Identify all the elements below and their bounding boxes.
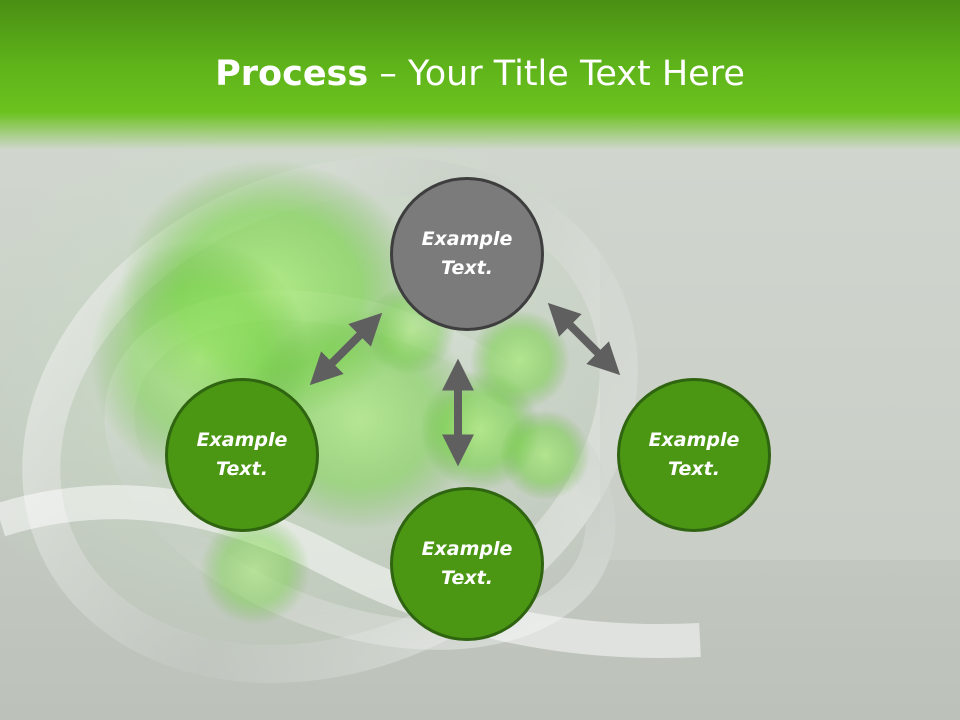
background-ring: [0, 485, 701, 658]
background-blob: [200, 515, 310, 625]
process-node-bottom-label: Example Text.: [421, 538, 513, 589]
background-blob: [500, 410, 590, 500]
title-bar: [0, 0, 960, 150]
background-blob: [470, 310, 570, 410]
title-bold: Process: [215, 54, 369, 94]
process-node-bottom: Example Text.: [390, 487, 544, 641]
process-node-right-label: Example Text.: [648, 429, 740, 480]
process-node-top: Example Text.: [390, 177, 544, 331]
process-node-left-label: Example Text.: [196, 429, 288, 480]
process-node-left: Example Text.: [165, 378, 319, 532]
slide-title: Process – Your Title Text Here: [0, 50, 960, 98]
title-rest: – Your Title Text Here: [368, 54, 745, 94]
process-node-top-label: Example Text.: [421, 228, 513, 279]
process-node-right: Example Text.: [617, 378, 771, 532]
